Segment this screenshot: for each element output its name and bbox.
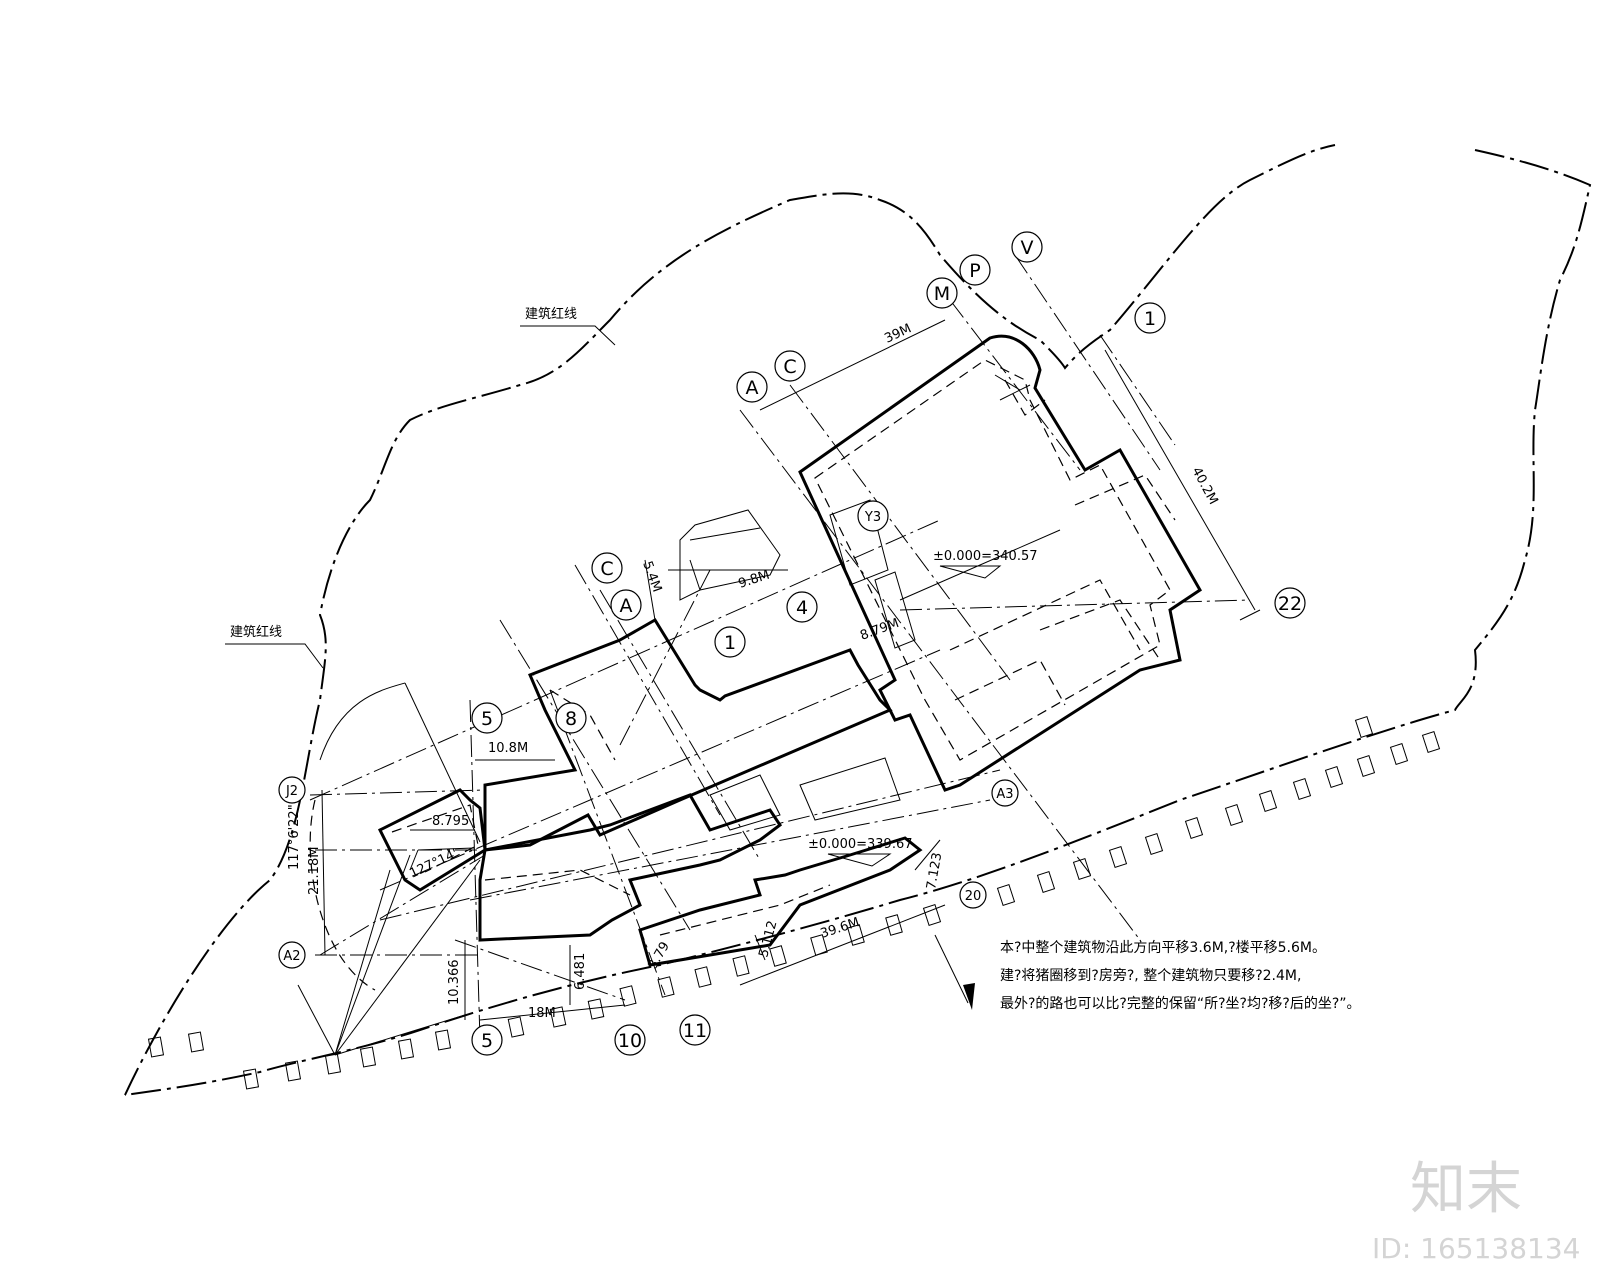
svg-text:5: 5 bbox=[481, 1030, 493, 1052]
note-line-1: 本?中整个建筑物沿此方向平移3.6M,?楼平移5.6M。 bbox=[1000, 940, 1326, 956]
grid-bubble-a2: A2 bbox=[278, 941, 306, 969]
svg-text:A: A bbox=[746, 377, 759, 399]
svg-text:A: A bbox=[620, 595, 633, 617]
shift-direction-arrow bbox=[934, 934, 975, 1010]
svg-text:V: V bbox=[1021, 237, 1034, 259]
svg-text:3.79: 3.79 bbox=[645, 939, 672, 972]
svg-text:7.123: 7.123 bbox=[924, 851, 945, 890]
note-line-2: 建?将猪圈移到?房旁?, 整个建筑物只要移?2.4M, bbox=[1000, 967, 1301, 984]
grid-bubble-10: 10 bbox=[614, 1024, 646, 1056]
svg-text:9.8M: 9.8M bbox=[737, 568, 772, 592]
svg-text:5.112: 5.112 bbox=[756, 919, 780, 959]
grid-bubble-8: 8 bbox=[555, 702, 587, 734]
axis-lines bbox=[309, 254, 1251, 1041]
grid-bubble-11: 11 bbox=[679, 1014, 711, 1046]
grid-bubble-20: 20 bbox=[959, 881, 987, 909]
svg-text:C: C bbox=[600, 558, 613, 580]
svg-text:10.8M: 10.8M bbox=[488, 741, 528, 756]
svg-text:8: 8 bbox=[565, 708, 577, 730]
watermark-id: ID: 165138134 bbox=[1372, 1232, 1580, 1265]
grid-bubble-p: P bbox=[959, 254, 991, 286]
grid-bubble-a-top: A bbox=[736, 371, 768, 403]
svg-text:1: 1 bbox=[1144, 308, 1156, 330]
svg-text:18M: 18M bbox=[528, 1006, 556, 1021]
grid-bubble-c-mid: C bbox=[591, 552, 623, 584]
building-red-line bbox=[124, 144, 1592, 1096]
svg-text:117°6'22": 117°6'22" bbox=[287, 804, 302, 870]
svg-text:P: P bbox=[969, 260, 980, 282]
svg-text:39.6M: 39.6M bbox=[819, 915, 862, 942]
svg-text:22: 22 bbox=[1278, 593, 1302, 615]
svg-text:A3: A3 bbox=[996, 787, 1013, 802]
svg-text:C: C bbox=[783, 356, 796, 378]
dimension-texts: 39M 40.2M 9.8M 5.4M 8.79M 10.8M 8.795 11… bbox=[287, 321, 1221, 1021]
elevation-label-lower: ±0.000=339.67 bbox=[808, 837, 913, 852]
svg-text:J2: J2 bbox=[285, 784, 298, 799]
curve-layout bbox=[297, 682, 481, 1056]
grid-bubble-a-mid: A bbox=[610, 589, 642, 621]
red-line-label-top: 建筑红线 bbox=[525, 306, 577, 322]
svg-text:11: 11 bbox=[683, 1020, 707, 1042]
svg-text:6.481: 6.481 bbox=[573, 953, 588, 990]
svg-text:127°14': 127°14' bbox=[407, 846, 460, 881]
svg-text:5.4M: 5.4M bbox=[639, 559, 664, 594]
svg-text:20: 20 bbox=[965, 889, 982, 904]
svg-text:5: 5 bbox=[481, 708, 493, 730]
note-line-3: 最外?的路也可以比?完整的保留“所?坐?均?移?后的坐?”。 bbox=[1000, 996, 1361, 1012]
grid-bubble-1-mid: 1 bbox=[714, 626, 746, 658]
grid-bubble-c-top: C bbox=[774, 350, 806, 382]
svg-text:40.2M: 40.2M bbox=[1188, 465, 1220, 508]
grid-bubble-y3: Y3 bbox=[857, 500, 889, 532]
grid-bubble-j2: J2 bbox=[278, 776, 306, 804]
grid-bubble-1-top: 1 bbox=[1134, 302, 1166, 334]
svg-text:21.18M: 21.18M bbox=[307, 847, 322, 895]
svg-text:M: M bbox=[934, 283, 950, 305]
grid-bubble-22: 22 bbox=[1274, 587, 1306, 619]
grid-bubble-a3: A3 bbox=[991, 779, 1019, 807]
red-line-label-left: 建筑红线 bbox=[230, 624, 282, 640]
elevation-label-main: ±0.000=340.57 bbox=[933, 549, 1038, 564]
main-building bbox=[798, 334, 1202, 792]
svg-text:1: 1 bbox=[724, 632, 736, 654]
grid-bubble-5-up: 5 bbox=[471, 702, 503, 734]
svg-text:8.795: 8.795 bbox=[432, 814, 469, 829]
grid-bubble-m: M bbox=[926, 277, 958, 309]
dimension-lines bbox=[321, 319, 1261, 1021]
grid-bubble-v: V bbox=[1011, 231, 1043, 263]
watermark-logo: 知末 bbox=[1410, 1157, 1522, 1222]
mid-building bbox=[483, 509, 893, 852]
relocation-note: 本?中整个建筑物沿此方向平移3.6M,?楼平移5.6M。 建?将猪圈移到?房旁?… bbox=[1000, 940, 1361, 1012]
svg-text:Y3: Y3 bbox=[864, 510, 881, 525]
svg-text:10.366: 10.366 bbox=[447, 960, 462, 1006]
svg-text:8.79M: 8.79M bbox=[858, 616, 901, 644]
svg-text:A2: A2 bbox=[283, 949, 300, 964]
grid-bubbles: V P M A C 1 Y3 22 C A 1 4 5 8 J2 A2 A3 2… bbox=[278, 231, 1306, 1056]
tree-boxes bbox=[147, 715, 1441, 1090]
grid-bubble-4: 4 bbox=[786, 591, 818, 623]
grid-bubble-5-low: 5 bbox=[471, 1024, 503, 1056]
svg-text:10: 10 bbox=[618, 1030, 642, 1052]
svg-text:4: 4 bbox=[796, 597, 808, 619]
